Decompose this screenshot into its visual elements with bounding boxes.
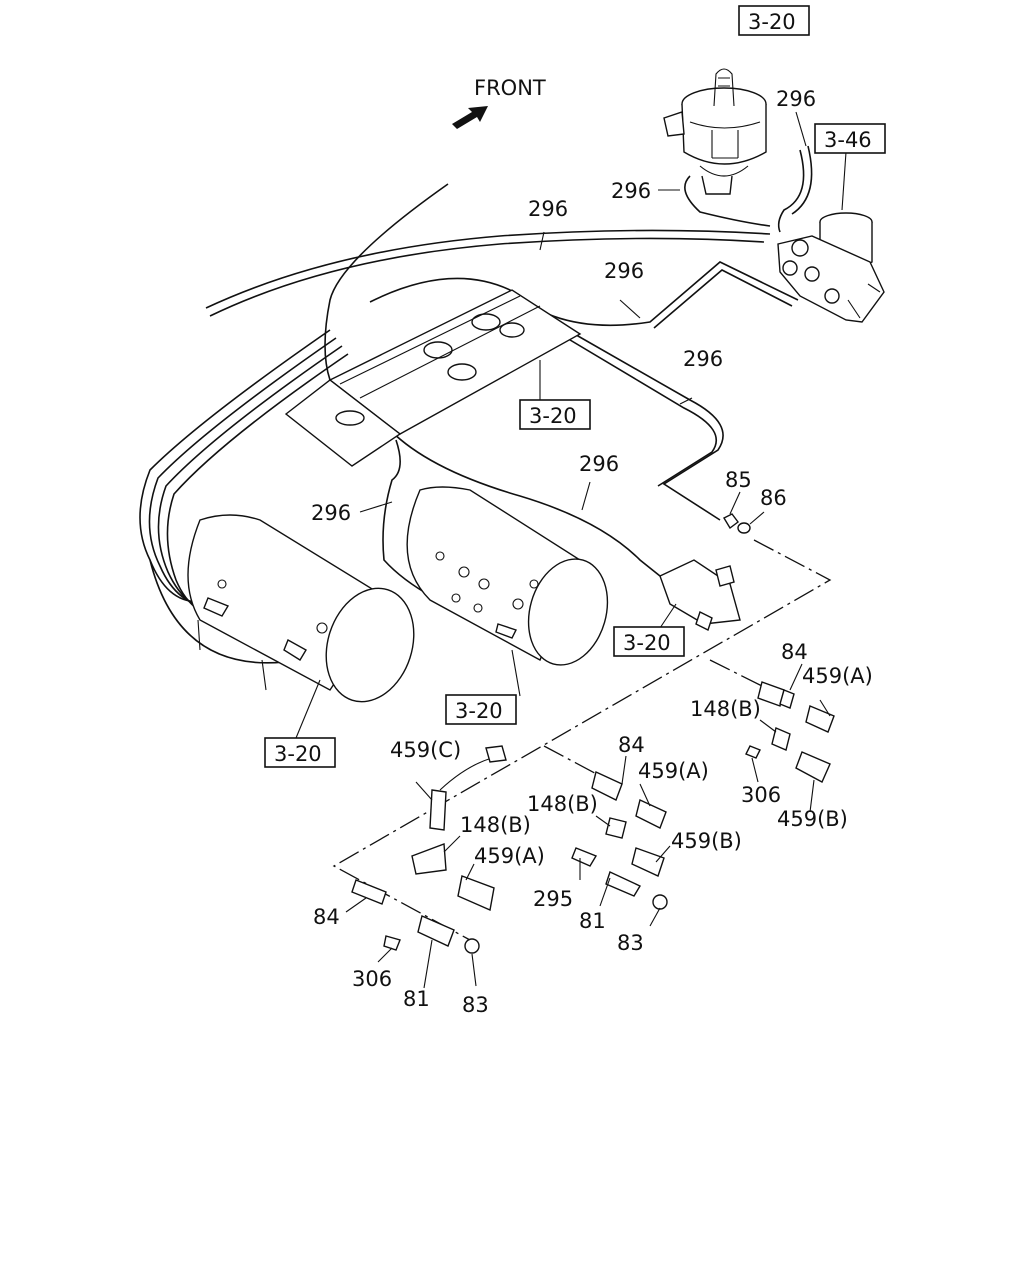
callout-labels: 296 296 296 296 296 296 296 85 86 84 459… — [311, 87, 873, 1017]
front-label: FRONT — [474, 76, 546, 100]
callout-plug: 306 — [741, 783, 781, 807]
callout-switch: 459(C) — [390, 738, 461, 762]
distribution-manifold — [659, 559, 741, 631]
callout-cap: 83 — [462, 993, 489, 1017]
callout-tee: 148(B) — [527, 792, 598, 816]
ref-label: 3-20 — [623, 631, 671, 655]
leader-lines — [295, 111, 847, 989]
ref-label: 3-20 — [748, 10, 796, 34]
reference-box-tank-left: 3-20 — [264, 737, 336, 768]
callout-pipe: 296 — [604, 259, 644, 283]
reference-box-top: 3-20 — [738, 5, 810, 36]
fitting-group-mid — [571, 771, 668, 910]
callout-tee: 148(B) — [460, 813, 531, 837]
callout-pipe: 296 — [528, 197, 568, 221]
air-dryer — [663, 68, 767, 195]
ref-label: 3-20 — [455, 699, 503, 723]
callout-connector: 84 — [781, 640, 808, 664]
reference-box-tank-mid: 3-20 — [445, 694, 517, 725]
callout-switch: 459(A) — [802, 664, 873, 688]
callout-pipe: 296 — [611, 179, 651, 203]
front-indicator: FRONT — [452, 76, 546, 129]
callout-washer: 86 — [760, 486, 787, 510]
callout-pipe: 296 — [579, 452, 619, 476]
front-arrow-icon — [452, 106, 488, 129]
relay-valve — [777, 212, 885, 323]
reference-box-frame: 3-20 — [519, 399, 591, 430]
air-tank-left — [187, 514, 415, 703]
reference-box-valve: 3-46 — [814, 123, 886, 154]
frame-crossmember — [284, 289, 582, 467]
callout-connector: 84 — [618, 733, 645, 757]
callout-switch: 459(A) — [638, 759, 709, 783]
callout-plug: 306 — [352, 967, 392, 991]
ref-label: 3-46 — [824, 128, 872, 152]
assembly-guides — [332, 539, 832, 941]
callout-cock: 81 — [403, 987, 430, 1011]
callout-pipe: 296 — [683, 347, 723, 371]
callout-cap: 83 — [617, 931, 644, 955]
callout-pipe: 296 — [311, 501, 351, 525]
reference-box-manifold: 3-20 — [613, 626, 685, 657]
fitting-group-left — [351, 745, 507, 954]
callout-connector: 84 — [313, 905, 340, 929]
air-tank-mid — [406, 486, 609, 666]
ref-label: 3-20 — [529, 404, 577, 428]
callout-cock: 81 — [579, 909, 606, 933]
callout-fitting: 295 — [533, 887, 573, 911]
nut-washer — [723, 513, 751, 534]
callout-switch: 459(B) — [777, 807, 848, 831]
callout-switch: 459(A) — [474, 844, 545, 868]
callout-nut: 85 — [725, 468, 752, 492]
callout-pipe: 296 — [776, 87, 816, 111]
fitting-group-right — [745, 681, 835, 783]
ref-label: 3-20 — [274, 742, 322, 766]
pipe-lines — [205, 145, 813, 631]
callout-tee: 148(B) — [690, 697, 761, 721]
callout-switch: 459(B) — [671, 829, 742, 853]
